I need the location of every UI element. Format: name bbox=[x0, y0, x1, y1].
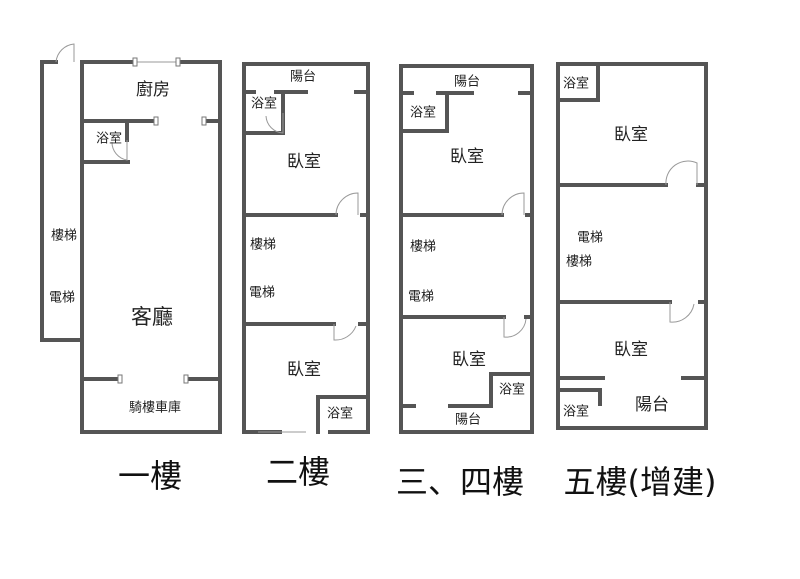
room-label-bedroom-2: 臥室 bbox=[287, 360, 321, 380]
room-label-stairs: 樓梯 bbox=[51, 229, 77, 244]
room-label-elevator: 電梯 bbox=[408, 290, 434, 305]
room-label-bath-2: 浴室 bbox=[327, 406, 353, 422]
floor-title-2: 二樓 bbox=[266, 453, 330, 491]
room-label-stairs: 樓梯 bbox=[410, 240, 436, 255]
room-label-balcony-1: 陽台 bbox=[454, 75, 480, 90]
room-label-bath: 浴室 bbox=[96, 131, 122, 147]
room-label-bedroom-1: 臥室 bbox=[614, 125, 648, 145]
room-label-garage: 騎樓車庫 bbox=[129, 401, 181, 416]
room-label-bedroom-2: 臥室 bbox=[614, 340, 648, 360]
room-label-stairs: 樓梯 bbox=[566, 255, 592, 270]
room-label-bath-1: 浴室 bbox=[410, 105, 436, 121]
room-label-bath-2: 浴室 bbox=[563, 404, 589, 420]
room-label-bath-1: 浴室 bbox=[563, 76, 589, 92]
room-label-kitchen: 廚房 bbox=[136, 79, 170, 100]
floor-title-1: 一樓 bbox=[118, 457, 182, 495]
floor-3-4-plan: 陽台 浴室 臥室 樓梯 電梯 臥室 浴室 陽台 三、四樓 bbox=[396, 64, 534, 501]
room-label-bedroom-1: 臥室 bbox=[450, 147, 484, 167]
room-label-bath-1: 浴室 bbox=[251, 96, 277, 112]
room-label-elevator: 電梯 bbox=[249, 286, 275, 301]
room-label-balcony-2: 陽台 bbox=[455, 413, 481, 428]
floor-1-plan: 廚房 浴室 樓梯 電梯 客廳 騎樓車庫 一樓 bbox=[40, 43, 222, 495]
floor-title-3-4: 三、四樓 bbox=[396, 463, 524, 501]
room-label-bedroom-1: 臥室 bbox=[287, 152, 321, 172]
room-label-living-room: 客廳 bbox=[131, 305, 173, 329]
room-label-elevator: 電梯 bbox=[577, 231, 603, 246]
room-label-stairs: 樓梯 bbox=[250, 238, 276, 253]
room-label-balcony: 陽台 bbox=[290, 70, 316, 85]
room-label-balcony: 陽台 bbox=[635, 395, 669, 415]
room-label-bedroom-2: 臥室 bbox=[452, 350, 486, 370]
floor-5-plan: 浴室 臥室 電梯 樓梯 臥室 陽台 浴室 五樓(增建) bbox=[556, 62, 717, 501]
floor-2-plan: 陽台 浴室 臥室 樓梯 電梯 臥室 浴室 二樓 bbox=[242, 62, 370, 491]
room-label-elevator: 電梯 bbox=[49, 291, 75, 306]
floor-title-5: 五樓(增建) bbox=[564, 463, 717, 501]
room-label-bath-2: 浴室 bbox=[499, 382, 525, 398]
